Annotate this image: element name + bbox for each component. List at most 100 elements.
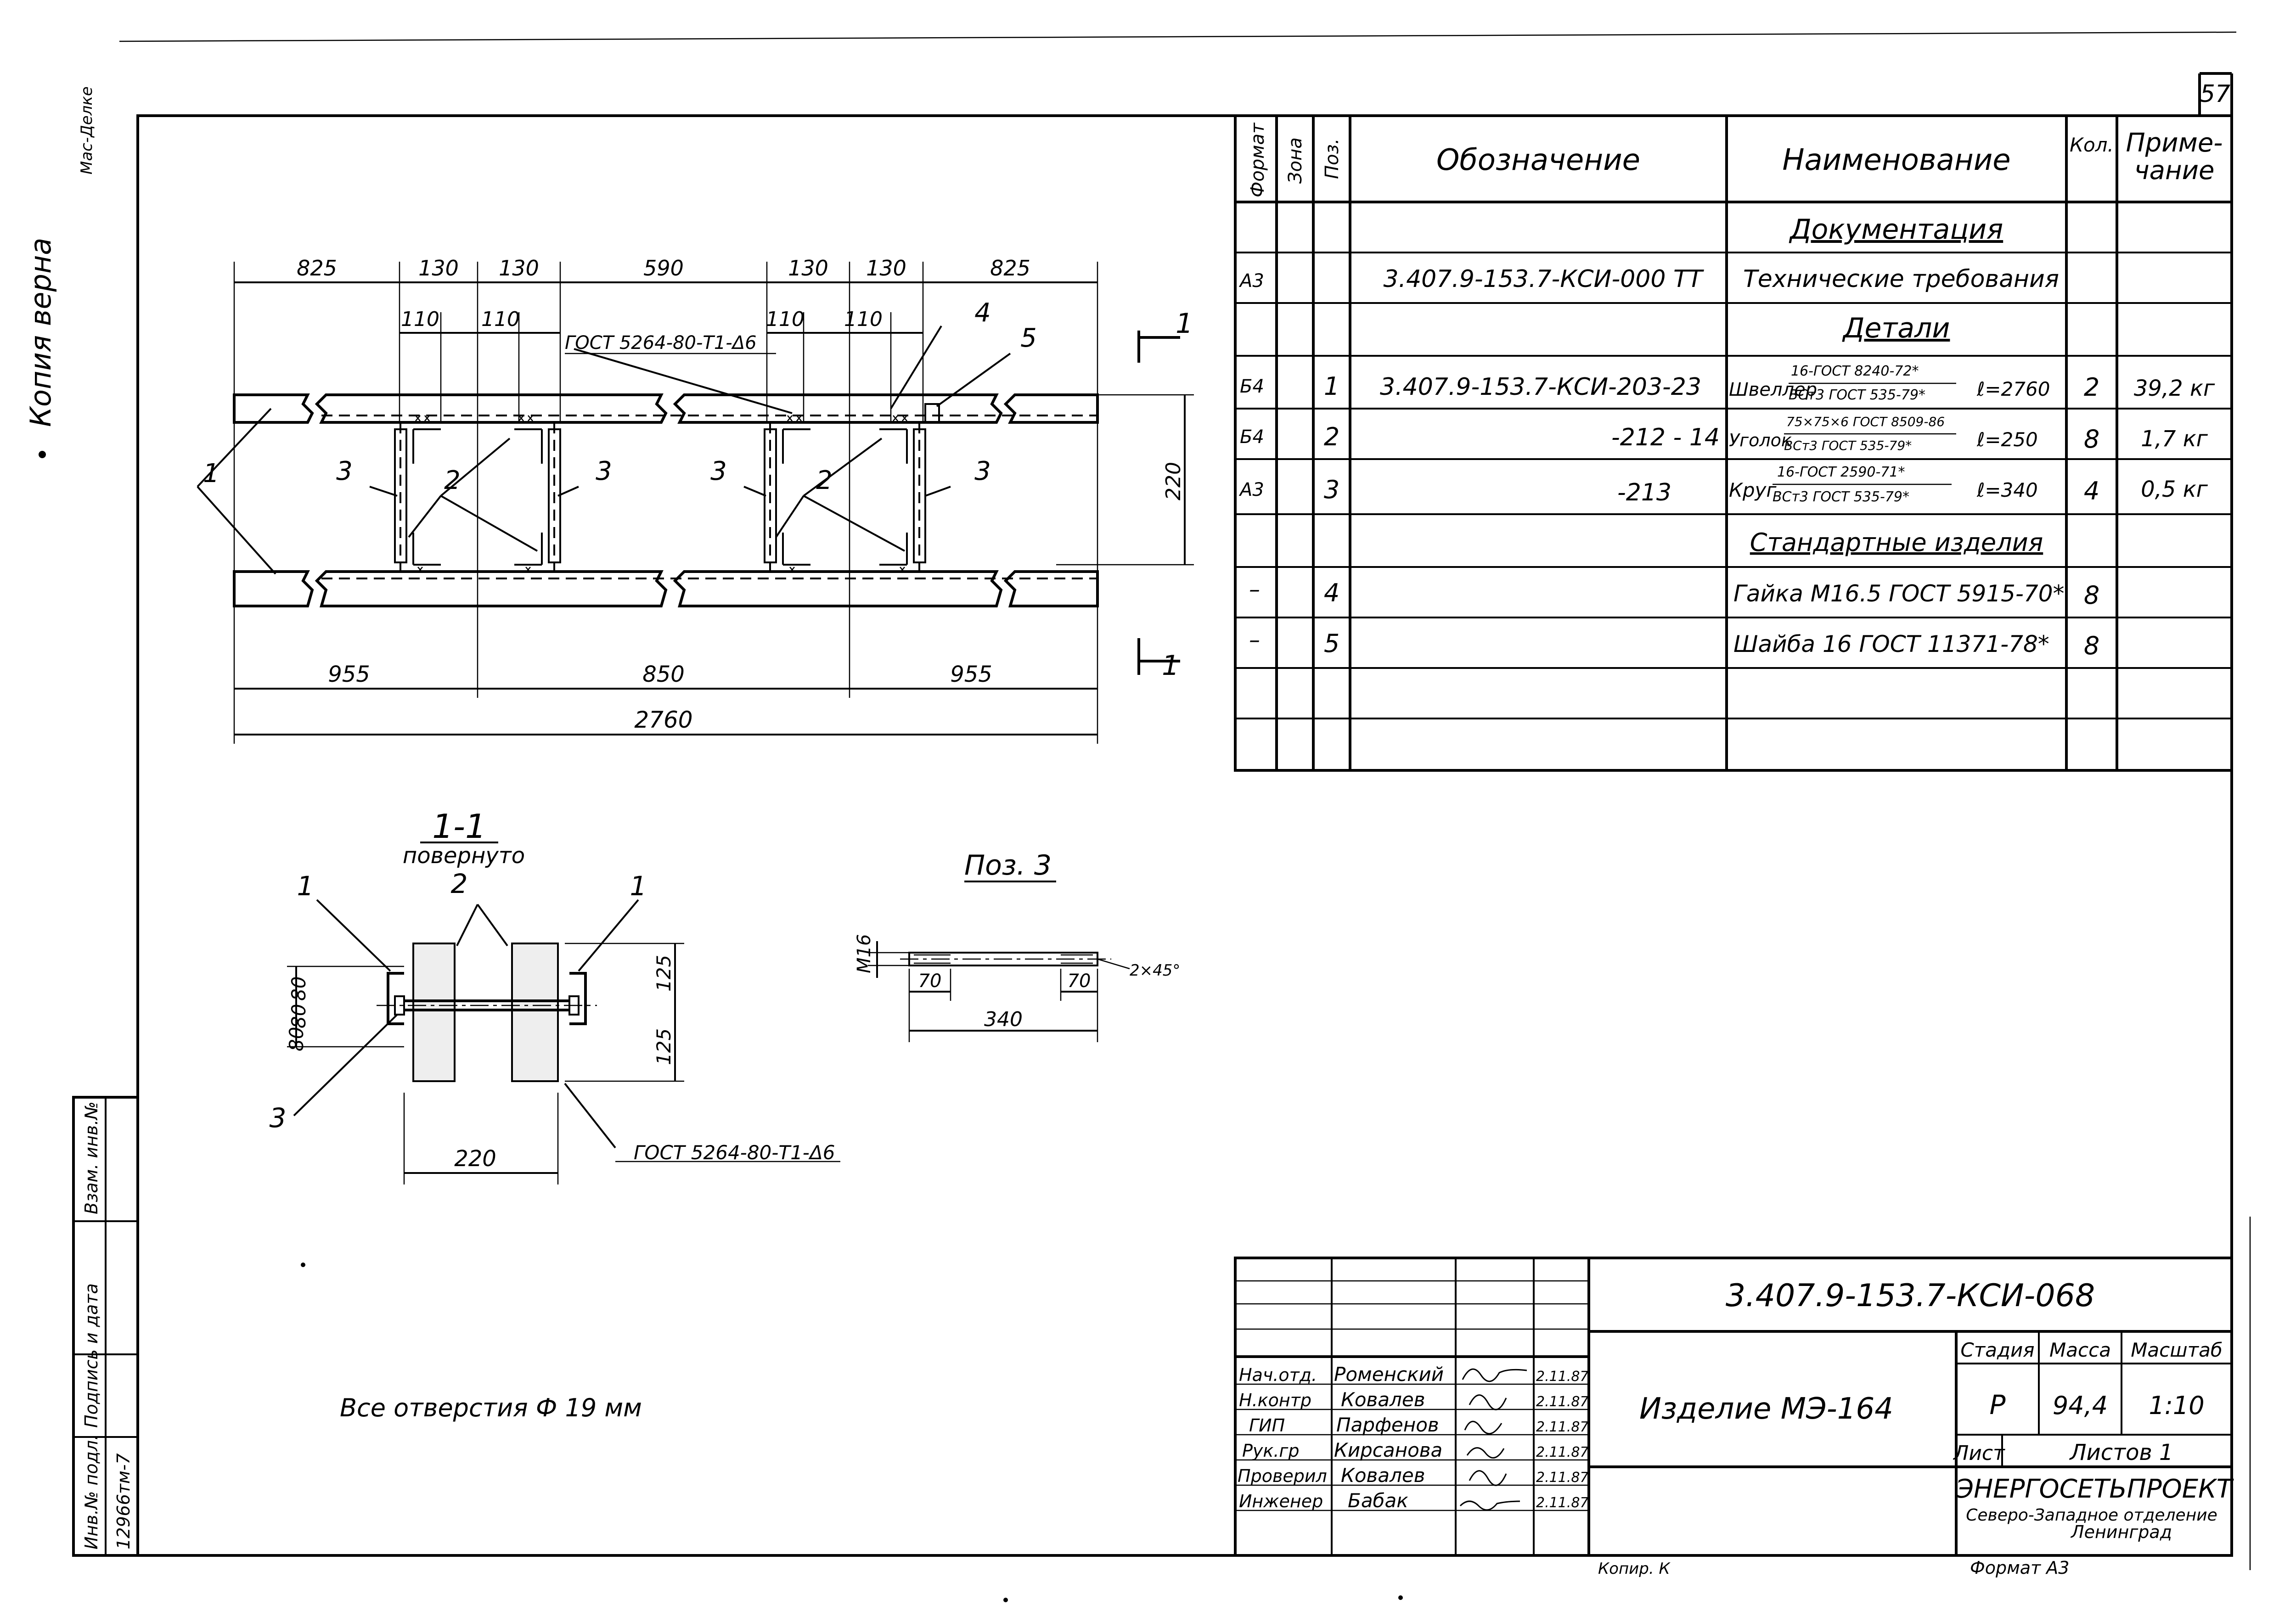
header-designation: Обозначение bbox=[1436, 143, 1640, 177]
header-format: Формат bbox=[1247, 122, 1268, 197]
stage-label: Стадия bbox=[1960, 1339, 2034, 1361]
sheet-frame bbox=[119, 31, 2251, 1570]
channel-bottom bbox=[233, 570, 1099, 607]
dim-bottom-2: 850 bbox=[642, 662, 685, 687]
section-view: 1-1 повернуто 80 80 80 125 125 220 bbox=[270, 807, 840, 1184]
role-name: Ковалев bbox=[1341, 1388, 1425, 1411]
row-note: 1,7 кг bbox=[2141, 426, 2208, 452]
row-length: ℓ=340 bbox=[1976, 479, 2038, 501]
row-name-main: Уголок bbox=[1729, 430, 1792, 450]
role-title: Н.контр bbox=[1239, 1390, 1311, 1410]
side-label-inv: Инв.№ подл. bbox=[81, 1435, 101, 1549]
section-callout-2: 2 bbox=[451, 868, 468, 899]
callout-2: 2 bbox=[444, 466, 461, 495]
copied-note: Копир. К bbox=[1598, 1560, 1671, 1578]
scale-label: Масштаб bbox=[2131, 1339, 2223, 1361]
callout-4: 4 bbox=[974, 298, 991, 328]
table-row: Б4 1 3.407.9-153.7-КСИ-203-23 Швеллер 16… bbox=[1240, 363, 2215, 403]
table-row: – 4 Гайка М16.5 ГОСТ 5915-70* 8 bbox=[1249, 577, 2099, 610]
dim-top-3: 130 bbox=[499, 256, 539, 281]
section-dim-5: 125 bbox=[653, 1028, 675, 1065]
role-row: Проверил Ковалев 2.11.87 bbox=[1238, 1464, 1589, 1487]
section-subtitle: повернуто bbox=[403, 843, 525, 869]
table-row: – 5 Шайба 16 ГОСТ 11371-78* 8 bbox=[1249, 627, 2099, 660]
section-dim-6: 220 bbox=[454, 1146, 496, 1172]
header-note-text-line2: чание bbox=[2134, 156, 2215, 185]
doc-code: 3.407.9-153.7-КСИ-068 bbox=[1726, 1278, 2095, 1314]
role-title: ГИП bbox=[1249, 1415, 1285, 1436]
row-qty: 8 bbox=[2084, 631, 2099, 660]
row-length: ℓ=2760 bbox=[1976, 378, 2050, 400]
dim-top-1: 825 bbox=[297, 256, 337, 281]
page-number: 57 bbox=[2200, 80, 2230, 108]
row-qty: 8 bbox=[2084, 425, 2099, 454]
table-row: А3 3.407.9-153.7-КСИ-000 ТТ Технические … bbox=[1238, 265, 2059, 293]
row-name-main: Круг bbox=[1729, 479, 1777, 501]
holes-note: Все отверстия Ф 19 мм bbox=[340, 1393, 642, 1422]
dim-height: 220 bbox=[1162, 462, 1185, 500]
dim-top-7: 825 bbox=[990, 256, 1030, 281]
copy-stamp-text: Копия верна bbox=[24, 238, 57, 427]
dim-top-4: 590 bbox=[643, 256, 684, 281]
row-name: Гайка М16.5 ГОСТ 5915-70* bbox=[1733, 580, 2065, 607]
row-qty: 2 bbox=[2084, 373, 2099, 402]
section-documentation: Документация bbox=[1789, 213, 2003, 246]
row-pos: 4 bbox=[1324, 578, 1339, 607]
row-format: А3 bbox=[1238, 479, 1264, 500]
org-sub2: Ленинград bbox=[2070, 1522, 2172, 1542]
pos3-dim-340: 340 bbox=[984, 1008, 1023, 1031]
section-dim-4: 125 bbox=[653, 955, 675, 992]
format-note: Формат А3 bbox=[1970, 1558, 2069, 1578]
row-name-bottom: ВСт3 ГОСТ 535-79* bbox=[1784, 438, 1912, 453]
leader-lines bbox=[197, 325, 1011, 575]
spec-table: Формат Зона Поз. Обозначение Наименовани… bbox=[1234, 114, 2233, 772]
role-row: Инженер Бабак 2.11.87 bbox=[1239, 1489, 1589, 1512]
role-title: Проверил bbox=[1238, 1466, 1327, 1486]
row-pos: 5 bbox=[1324, 629, 1339, 658]
callout-3c: 3 bbox=[710, 456, 727, 486]
section-standard: Стандартные изделия bbox=[1750, 528, 2043, 557]
section-marker-top: 1 bbox=[1137, 308, 1193, 363]
dim-top-6: 130 bbox=[866, 256, 906, 281]
section-marker-label: 1 bbox=[1162, 650, 1179, 682]
section-callout-1b: 1 bbox=[630, 870, 647, 902]
role-date: 2.11.87 bbox=[1536, 1470, 1589, 1486]
pos3-title: Поз. 3 bbox=[964, 849, 1052, 881]
row-format: Б4 bbox=[1240, 427, 1264, 448]
callout-5: 5 bbox=[1020, 323, 1037, 353]
role-name: Роменский bbox=[1334, 1363, 1444, 1386]
header-zone: Зона bbox=[1285, 137, 1306, 184]
header-name: Наименование bbox=[1782, 143, 2010, 177]
row-designation: 3.407.9-153.7-КСИ-000 ТТ bbox=[1383, 265, 1704, 293]
sheets-label: Листов 1 bbox=[2069, 1440, 2173, 1465]
side-inv-number: 12966тм-7 bbox=[113, 1453, 134, 1549]
section-dim-3: 80 bbox=[285, 1027, 308, 1051]
table-row: А3 3 -213 Круг 16-ГОСТ 2590-71* ВСт3 ГОС… bbox=[1238, 464, 2208, 506]
pos3-dim-70b: 70 bbox=[1068, 971, 1091, 992]
section-marker-bottom: 1 bbox=[1137, 638, 1180, 682]
channel-top bbox=[233, 393, 1099, 424]
row-format: А3 bbox=[1238, 270, 1264, 292]
row-qty: 8 bbox=[2084, 581, 2099, 610]
role-date: 2.11.87 bbox=[1536, 1444, 1589, 1460]
pos3-dim-chamfer: 2×45° bbox=[1130, 961, 1180, 980]
row-pos: 1 bbox=[1324, 372, 1339, 401]
row-qty: 4 bbox=[2084, 477, 2099, 505]
pos3-dim-70a: 70 bbox=[918, 971, 942, 992]
row-name-bottom: ВСт3 ГОСТ 535-79* bbox=[1773, 489, 1909, 505]
section-title: 1-1 bbox=[432, 807, 486, 846]
weld-note: ГОСТ 5264-80-Т1-Δ6 bbox=[565, 332, 757, 354]
copy-stamp: Копия верна Мас-Делке bbox=[24, 86, 96, 458]
role-row: Н.контр Ковалев 2.11.87 bbox=[1239, 1388, 1589, 1411]
dim-top-5: 130 bbox=[788, 256, 828, 281]
role-row: Нач.отд. Роменский 2.11.87 bbox=[1239, 1363, 1589, 1386]
role-title: Рук.гр bbox=[1242, 1441, 1300, 1461]
sheet-label: Лист bbox=[1953, 1442, 2005, 1465]
row-name: Шайба 16 ГОСТ 11371-78* bbox=[1733, 631, 2049, 657]
section-marker-label: 1 bbox=[1176, 308, 1193, 340]
role-date: 2.11.87 bbox=[1536, 1419, 1589, 1435]
callout-3: 3 bbox=[336, 456, 353, 486]
side-block: Инв.№ подл. Подпись и дата Взам. инв.№ 1… bbox=[72, 1096, 139, 1557]
role-name: Ковалев bbox=[1341, 1464, 1425, 1487]
header-note: Приме-чание bbox=[2126, 128, 2223, 185]
